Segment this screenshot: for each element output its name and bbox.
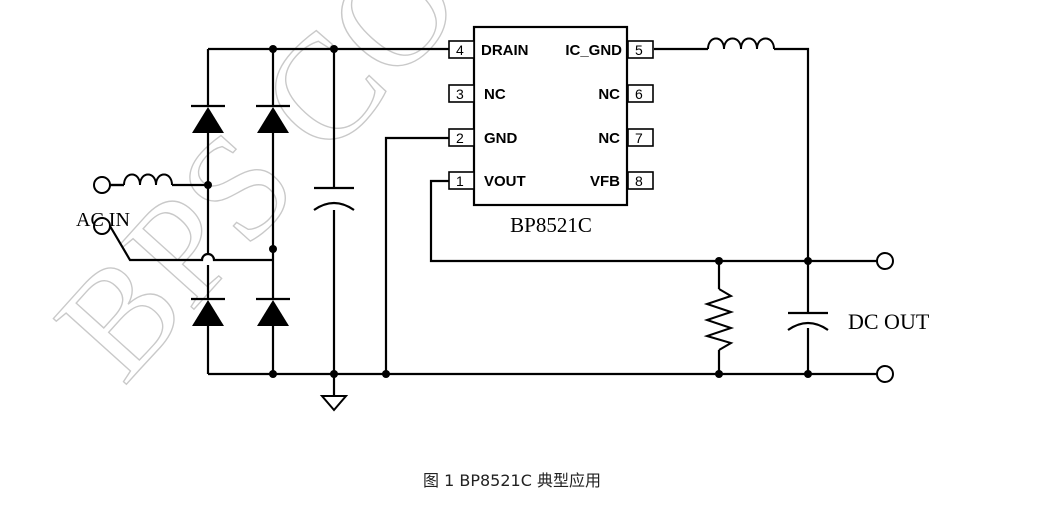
- bulk-capacitor: [313, 186, 355, 211]
- ac-input: AC IN: [76, 173, 173, 235]
- pin-box-1: [448, 171, 475, 190]
- pin-box-5: [627, 40, 654, 59]
- output-resistor: [703, 288, 735, 351]
- pin-number-2: 2: [456, 130, 464, 146]
- ic-body: [472, 25, 629, 207]
- ac-in-label: AC IN: [76, 209, 130, 231]
- dc-out-terminal-positive[interactable]: [876, 252, 894, 270]
- pin-name-ic-gnd: IC_GND: [565, 42, 622, 59]
- diode-d1: [191, 104, 225, 133]
- figure-caption: 图 1 BP8521C 典型应用: [423, 471, 601, 490]
- watermark: BPS CO: [24, 0, 492, 410]
- pin-box-8: [627, 171, 654, 190]
- svg-text:BPS CO: BPS CO: [25, 0, 491, 410]
- dc-out-label: DC OUT: [848, 309, 930, 334]
- pin-name-drain: DRAIN: [481, 42, 529, 59]
- pin-box-2: [448, 128, 475, 147]
- ac-terminal-1[interactable]: [93, 176, 111, 194]
- pin-name-vfb: VFB: [590, 173, 620, 190]
- output-capacitor: [787, 311, 829, 331]
- pin-name-vout: VOUT: [484, 173, 526, 190]
- pin-number-6: 6: [635, 86, 643, 102]
- gnd-pin-wire: [384, 136, 449, 374]
- pin-name-nc-3: NC: [484, 86, 506, 103]
- junction-dots: [204, 45, 812, 378]
- pin-name-nc-6: NC: [598, 86, 620, 103]
- pin-box-7: [627, 128, 654, 147]
- bridge-rectifier: [191, 104, 290, 326]
- ac-line2-wire: [109, 225, 273, 262]
- output-inductor: [707, 37, 775, 50]
- ic-gnd-wire: [654, 47, 810, 313]
- diode-d4: [256, 297, 290, 326]
- diode-d3: [191, 297, 225, 326]
- ic-part-label: BP8521C: [510, 213, 592, 237]
- pin-number-4: 4: [456, 42, 464, 58]
- diode-d2: [256, 104, 290, 133]
- pin-number-3: 3: [456, 86, 464, 102]
- pin-number-7: 7: [635, 130, 643, 146]
- ic-bp8521c: 4 DRAIN 3 NC 2 GND 1 VOUT 5 IC_GND 6 NC …: [448, 25, 654, 237]
- dc-out-terminal-negative[interactable]: [876, 365, 894, 383]
- ac-terminal-2[interactable]: [93, 217, 111, 235]
- dc-output: DC OUT: [848, 252, 930, 383]
- pin-box-6: [627, 84, 654, 103]
- pin-number-5: 5: [635, 42, 643, 58]
- pin-name-nc-7: NC: [598, 130, 620, 147]
- input-inductor: [123, 173, 173, 186]
- ground-symbol: [319, 395, 349, 412]
- pin-number-8: 8: [635, 173, 643, 189]
- pin-name-gnd: GND: [484, 130, 518, 147]
- pin-box-3: [448, 84, 475, 103]
- pin-number-1: 1: [456, 173, 464, 189]
- pin-box-4: [448, 40, 475, 59]
- vout-wire: [429, 179, 877, 263]
